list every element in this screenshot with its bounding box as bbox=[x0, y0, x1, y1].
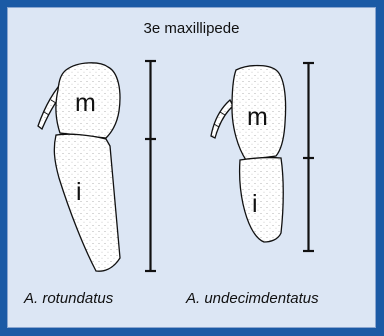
scale-bar-rotundatus bbox=[145, 61, 156, 271]
figure-panel: 3e maxillipede m i bbox=[7, 7, 376, 328]
figure-drawing: m i m i bbox=[8, 8, 376, 328]
specimen-rotundatus-ischium bbox=[54, 134, 120, 271]
segment-label-merus-1: m bbox=[75, 89, 96, 117]
species-caption-undecimdentatus: A. undecimdentatus bbox=[186, 290, 319, 307]
specimen-undecimdentatus-palp bbox=[211, 100, 233, 138]
specimen-undecimdentatus-ischium bbox=[240, 158, 284, 242]
segment-label-ischium-2: i bbox=[252, 190, 258, 218]
segment-label-merus-2: m bbox=[247, 103, 268, 131]
scale-bar-undecimdentatus bbox=[303, 63, 314, 251]
specimen-undecimdentatus-drawing: m i bbox=[211, 66, 286, 243]
segment-label-ischium-1: i bbox=[76, 178, 82, 206]
species-caption-rotundatus: A. rotundatus bbox=[24, 290, 113, 307]
specimen-rotundatus-drawing: m i bbox=[38, 63, 120, 271]
